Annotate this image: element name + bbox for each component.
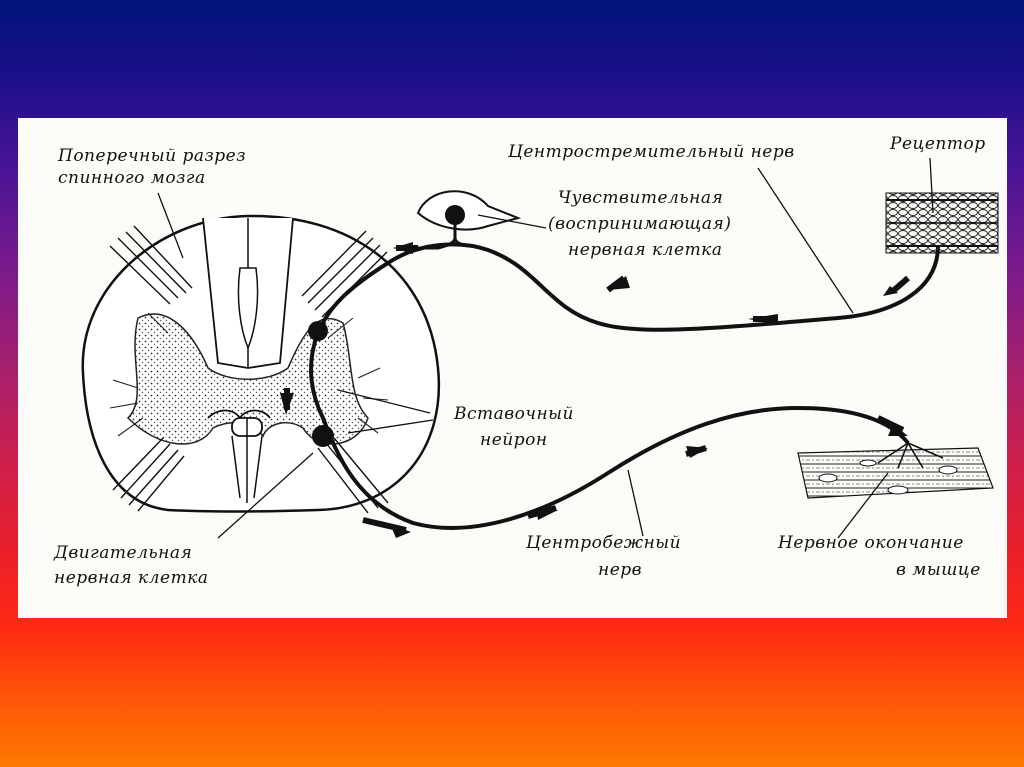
- label-cross-section-2: спинного мозга: [58, 168, 206, 188]
- interneuron-icon: [308, 321, 328, 341]
- label-pointers: [157, 157, 934, 539]
- label-efferent-nerve-1: Центробежный: [526, 533, 682, 553]
- reflex-arc-diagram: [81, 157, 999, 539]
- afferent-nerve-path: [316, 242, 940, 334]
- muscle-icon: [797, 442, 994, 499]
- label-receptor: Рецептор: [890, 134, 986, 154]
- label-nerve-ending-1: Нервное окончание: [778, 533, 964, 553]
- label-interneuron-1: Вставочный: [454, 404, 574, 424]
- diagram-panel: Поперечный разрез спинного мозга Центрос…: [18, 118, 1007, 618]
- label-motor-cell-2: нервная клетка: [54, 568, 209, 588]
- receptor-icon: [885, 192, 999, 254]
- label-interneuron-2: нейрон: [480, 430, 548, 450]
- sensory-cell-body-icon: [445, 205, 465, 225]
- motor-neuron-icon: [312, 425, 334, 447]
- label-afferent-nerve: Центростремительный нерв: [508, 142, 795, 162]
- label-nerve-ending-2: в мышце: [896, 560, 981, 580]
- label-sensory-cell-1: Чувствительная: [558, 188, 724, 208]
- label-cross-section-1: Поперечный разрез: [58, 146, 246, 166]
- label-efferent-nerve-2: нерв: [598, 560, 643, 580]
- label-motor-cell-1: Двигательная: [54, 543, 193, 563]
- sensory-ganglion: [416, 190, 522, 231]
- label-sensory-cell-3: нервная клетка: [568, 240, 723, 260]
- spinal-cord-cross-section: [81, 214, 441, 514]
- label-sensory-cell-2: (воспринимающая): [548, 214, 732, 234]
